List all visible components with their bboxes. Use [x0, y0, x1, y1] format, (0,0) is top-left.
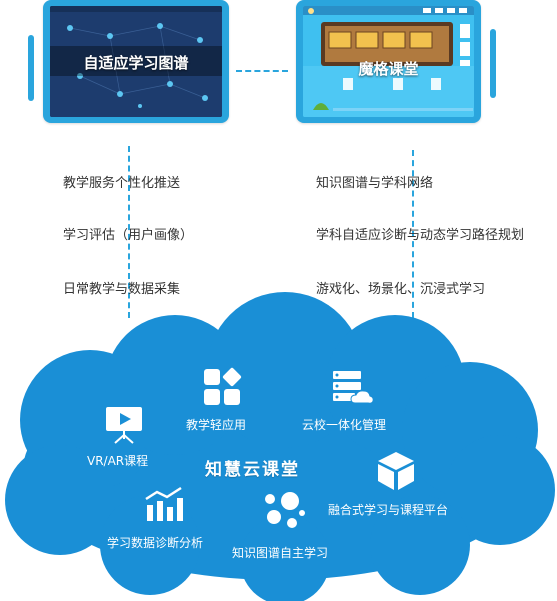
right-dashed-line — [412, 150, 414, 318]
apps-grid-icon — [202, 367, 242, 411]
moge-classroom-screen: 魔格课堂 — [303, 6, 474, 117]
presentation-screen-icon — [104, 405, 144, 449]
list-item: 学科自适应诊断与动态学习路径规划 — [316, 228, 525, 243]
moge-classroom-title: 魔格课堂 — [358, 60, 419, 78]
bar-chart-icon — [143, 485, 185, 529]
list-item: 日常教学与数据采集 — [63, 282, 181, 297]
knowledge-graph-illustration — [50, 6, 222, 117]
list-item: 游戏化、场景化、沉浸式学习 — [316, 282, 486, 297]
server-cloud-icon — [331, 369, 375, 411]
classroom-game-illustration — [303, 6, 474, 117]
cube-icon — [376, 450, 416, 496]
left-dashed-line — [128, 146, 130, 318]
list-item: 学习评估（用户画像） — [63, 228, 194, 243]
list-item: 教学服务个性化推送 — [63, 176, 181, 191]
tablets-connector — [236, 70, 288, 72]
list-item: 知识图谱与学科网络 — [316, 176, 434, 191]
knowledge-graph-self-learning-label: 知识图谱自主学习 — [232, 546, 329, 560]
blended-learning-platform-label: 融合式学习与课程平台 — [328, 503, 449, 517]
vr-ar-course-label: VR/AR课程 — [87, 454, 149, 468]
right-tablet-side-bar — [490, 29, 496, 98]
moge-classroom-tablet[interactable]: 魔格课堂 — [296, 0, 481, 123]
cloud-school-management-label: 云校一体化管理 — [302, 418, 387, 432]
brand-title: 知慧云课堂 — [205, 460, 300, 480]
adaptive-learning-map-tablet[interactable]: 自适应学习图谱 — [43, 0, 229, 123]
adaptive-learning-map-screen: 自适应学习图谱 — [50, 6, 222, 117]
left-tablet-side-bar — [28, 35, 34, 101]
light-apps-label: 教学轻应用 — [186, 418, 247, 432]
adaptive-learning-map-title: 自适应学习图谱 — [83, 54, 189, 72]
learning-data-analysis-label: 学习数据诊断分析 — [107, 536, 204, 550]
bubbles-icon — [262, 491, 306, 535]
